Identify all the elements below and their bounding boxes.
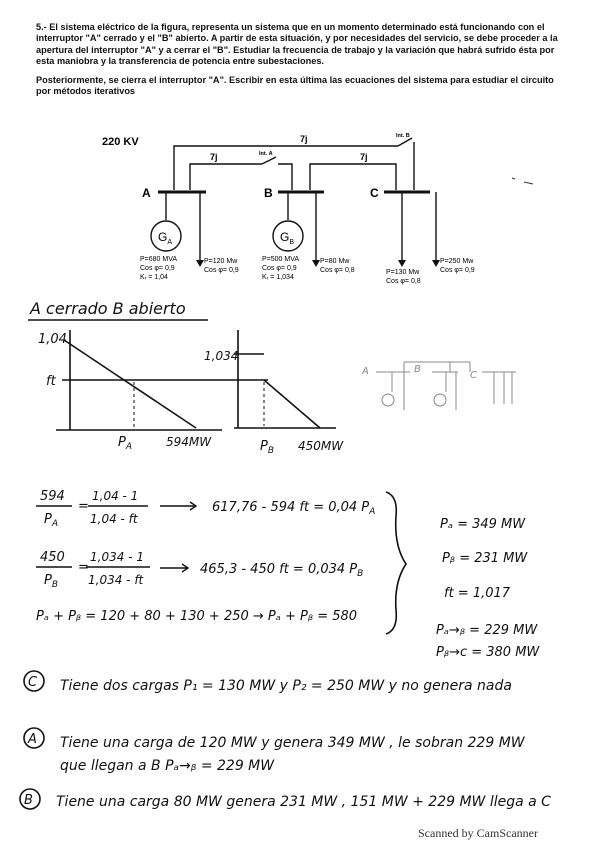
svg-text:617,76 - 594 ft = 0,04 PA: 617,76 - 594 ft = 0,04 PA [212, 500, 375, 517]
equation-3: Pₐ + Pᵦ = 120 + 80 + 130 + 250 → Pₐ + Pᵦ… [36, 609, 357, 624]
svg-text:465,3 - 450 ft = 0,034 PB: 465,3 - 450 ft = 0,034 PB [200, 562, 363, 579]
sketch-a: A [361, 366, 369, 377]
scanner-footer: Scanned by CamScanner [418, 826, 538, 840]
conclusion-a-text-1: Tiene una carga de 120 MW y genera 349 M… [60, 735, 526, 751]
switch-b-label: Int. B [396, 133, 410, 139]
results: Pₐ = 349 MW Pᵦ = 231 MW ft = 1,017 Pₐ→ᵦ … [436, 517, 540, 660]
load-b-power: P=80 Mw [320, 258, 350, 265]
problem-paragraph-2: Posteriormente, se cierra el interruptor… [36, 74, 554, 97]
pencil-sketch [376, 361, 516, 410]
load-b-cos: Cos φ= 0,8 [320, 267, 355, 274]
gen-a-cos: Cos φ= 0,9 [140, 265, 175, 272]
system-brace [385, 491, 407, 635]
line-bc-impedance: 7j [360, 152, 368, 162]
load-c1-power: P=130 Mw [386, 269, 420, 276]
equation-1: 594 PA = 1,04 - 1 1,04 - ft 617,76 - 594… [36, 489, 375, 529]
svg-text:=: = [78, 560, 89, 575]
solution-heading: A cerrado B abierto [29, 299, 186, 318]
conclusion-a-text-2: que llegan a B Pₐ→ᵦ = 229 MW [60, 758, 275, 774]
gen-b-k: Kᵣ = 1,034 [262, 274, 294, 281]
graph-a-xend: 594MW [166, 435, 212, 449]
load-a-cos: Cos φ= 0,9 [204, 267, 239, 274]
problem-statement: 5.- El sistema eléctrico de la figura, r… [36, 22, 564, 104]
svg-text:1,034 - 1: 1,034 - 1 [90, 550, 144, 564]
result-pa: Pₐ = 349 MW [440, 517, 526, 532]
bus-c-label: C [370, 186, 379, 200]
conclusion-b-text: Tiene una carga 80 MW genera 231 MW , 15… [56, 794, 551, 810]
graph-a-xmarker: PA [118, 435, 132, 452]
line-ab-impedance: 7j [210, 152, 218, 162]
svg-text:1,04 - 1: 1,04 - 1 [92, 489, 138, 503]
load-c2-cos: Cos φ= 0,9 [440, 267, 475, 274]
circuit-diagram: 220 KV 7j 7j 7j Int. A Int. B A B [102, 133, 534, 285]
sketch-c: C [470, 370, 477, 381]
load-a-power: P=120 Mw [204, 258, 238, 265]
sketch-b: B [414, 364, 421, 375]
bus-b-label: B [264, 186, 273, 200]
conclusion-a-label: A [27, 732, 37, 747]
graph-a-ymid: ft [46, 374, 57, 389]
result-ft: ft = 1,017 [444, 586, 511, 601]
equation-2: 450 PB = 1,034 - 1 1,034 - ft 465,3 - 45… [36, 550, 363, 590]
graph-b-xmarker: PB [260, 439, 274, 456]
droop-graph-a [56, 330, 234, 431]
result-bc: Pᵦ→c = 380 MW [436, 645, 540, 660]
svg-text:594: 594 [40, 489, 65, 504]
graph-a-ytop: 1,04 [38, 332, 67, 347]
line-top-impedance: 7j [300, 134, 308, 144]
load-c1-cos: Cos φ= 0,8 [386, 278, 421, 285]
graph-b-xend: 450MW [298, 439, 344, 453]
switch-a-label: Int. A [259, 151, 273, 157]
conclusion-c-text: Tiene dos cargas P₁ = 130 MW y P₂ = 250 … [60, 678, 512, 694]
gen-b-power: P=500 MVA [262, 256, 299, 263]
droop-graph-b [234, 330, 336, 429]
bus-a-label: A [142, 186, 151, 200]
conclusions: C Tiene dos cargas P₁ = 130 MW y P₂ = 25… [19, 670, 551, 810]
gen-b-cos: Cos φ= 0,9 [262, 265, 297, 272]
problem-paragraph-1: 5.- El sistema eléctrico de la figura, r… [36, 22, 558, 67]
voltage-label: 220 KV [102, 136, 139, 148]
graph-b-ytop: 1,034 [204, 349, 238, 363]
svg-text:PA: PA [44, 512, 58, 529]
load-c2-power: P=250 Mw [440, 258, 474, 265]
gen-a-k: Kᵣ = 1,04 [140, 274, 168, 281]
svg-text:1,04 - ft: 1,04 - ft [90, 512, 139, 526]
result-pb: Pᵦ = 231 MW [442, 551, 528, 566]
conclusion-b-label: B [24, 793, 33, 808]
gen-b-symbol: GB [280, 230, 294, 246]
result-ab: Pₐ→ᵦ = 229 MW [436, 623, 538, 638]
svg-text:450: 450 [40, 550, 65, 565]
gen-a-power: P=680 MVA [140, 256, 177, 263]
conclusion-c-label: C [28, 675, 38, 690]
svg-text:=: = [78, 499, 89, 514]
svg-text:PB: PB [44, 573, 58, 590]
gen-a-symbol: GA [158, 230, 172, 246]
svg-text:1,034 - ft: 1,034 - ft [88, 573, 145, 587]
